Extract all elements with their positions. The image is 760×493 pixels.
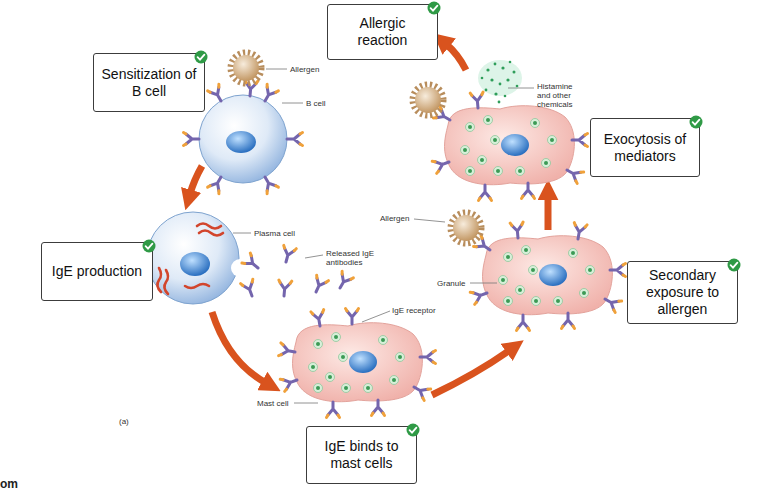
stage-box: Secondary exposure to allergen — [627, 261, 738, 324]
check-icon — [427, 1, 441, 15]
box-text: Secondary exposure to allergen — [634, 267, 731, 317]
box-text: IgE production — [48, 263, 146, 280]
part-label: Released IgE antibodies — [326, 249, 378, 267]
stage-box: IgE production — [41, 242, 153, 301]
check-icon — [194, 50, 208, 64]
part-label: Histamine and other chemicals — [537, 82, 581, 110]
part-label: B cell — [306, 99, 356, 108]
stage-box: IgE binds to mast cells — [306, 426, 417, 484]
part-label: Allergen — [380, 214, 430, 223]
box-text: Allergic reaction — [334, 15, 431, 49]
box-text: IgE binds to mast cells — [313, 438, 410, 472]
check-icon — [727, 258, 741, 272]
part-label: Mast cell — [257, 399, 307, 408]
check-icon — [142, 239, 156, 253]
stage-box: Allergic reaction — [327, 4, 438, 60]
part-label: (a) — [119, 417, 139, 426]
stage-box: Sensitization of B cell — [93, 53, 205, 112]
box-text: Sensitization of B cell — [100, 66, 198, 100]
part-label: Allergen — [290, 65, 350, 74]
check-icon — [689, 115, 703, 129]
watermark-text: om — [0, 478, 30, 492]
part-label: Granule — [437, 279, 477, 288]
part-label: IgE receptor — [392, 306, 452, 315]
check-icon — [406, 423, 420, 437]
box-text: Exocytosis of mediators — [597, 131, 693, 165]
stage-box: Exocytosis of mediators — [590, 118, 700, 177]
part-label: Plasma cell — [254, 229, 314, 238]
